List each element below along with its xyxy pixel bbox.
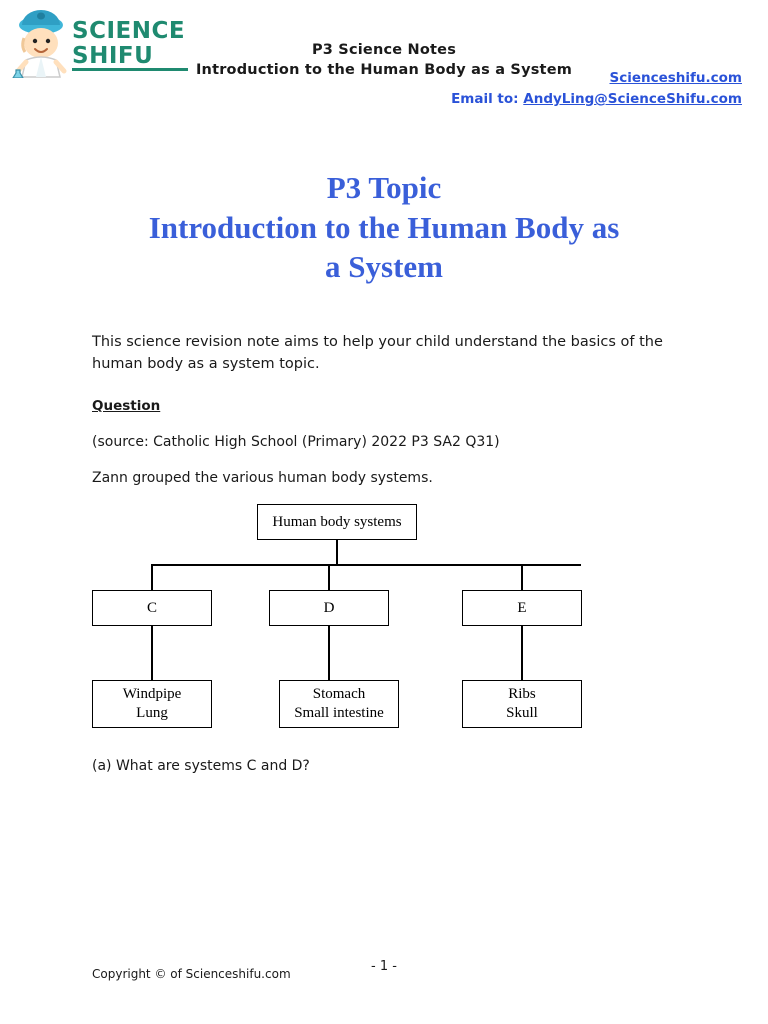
question-heading: Question bbox=[92, 397, 161, 414]
connector-c-to-leaf bbox=[151, 625, 153, 680]
tree-node-e: E bbox=[462, 589, 582, 626]
header-contact-block: Scienceshifu.com Email to: AndyLing@Scie… bbox=[451, 70, 742, 107]
logo-underline bbox=[72, 68, 188, 71]
connector-d-to-leaf bbox=[328, 625, 330, 680]
page-title-line3: a System bbox=[325, 249, 443, 285]
logo-wordmark: SCIENCE SHIFU bbox=[72, 20, 185, 68]
email-label: Email to: bbox=[451, 91, 519, 107]
question-part-a: (a) What are systems C and D? bbox=[92, 757, 310, 774]
body-systems-tree-diagram: Human body systems C D E Windpipe Lung S… bbox=[92, 503, 676, 734]
tree-node-d: D bbox=[269, 589, 389, 626]
page-header: SCIENCE SHIFU P3 Science Notes Introduct… bbox=[0, 0, 768, 120]
tree-leaf-d-line2: Small intestine bbox=[294, 704, 384, 721]
connector-drop-c bbox=[151, 563, 153, 590]
copyright-notice: Copyright © of Scienceshifu.com bbox=[92, 967, 291, 981]
connector-root-vertical bbox=[336, 539, 338, 564]
tree-node-root: Human body systems bbox=[257, 503, 417, 540]
email-link[interactable]: AndyLing@ScienceShifu.com bbox=[523, 91, 742, 107]
site-logo: SCIENCE SHIFU bbox=[10, 8, 190, 80]
mascot-icon bbox=[10, 10, 72, 78]
page-title-line2: Introduction to the Human Body as bbox=[148, 209, 620, 245]
document-content: This science revision note aims to help … bbox=[0, 331, 768, 774]
connector-drop-d bbox=[328, 563, 330, 590]
tree-leaf-e-line1: Ribs bbox=[508, 686, 536, 703]
intro-paragraph: This science revision note aims to help … bbox=[92, 334, 663, 373]
connector-e-to-leaf bbox=[521, 625, 523, 680]
tree-leaf-c: Windpipe Lung bbox=[92, 679, 212, 728]
logo-line-shifu: SHIFU bbox=[72, 43, 154, 69]
email-row: Email to: AndyLing@ScienceShifu.com bbox=[451, 91, 742, 107]
tree-leaf-d: Stomach Small intestine bbox=[279, 679, 399, 728]
tree-leaf-c-line1: Windpipe bbox=[122, 686, 182, 703]
website-link[interactable]: Scienceshifu.com bbox=[609, 70, 742, 86]
connector-horizontal-bus bbox=[151, 563, 581, 566]
question-stem: Zann grouped the various human body syst… bbox=[92, 469, 433, 486]
page-title-line1: P3 Topic bbox=[326, 170, 442, 205]
page-title: P3 Topic Introduction to the Human Body … bbox=[0, 168, 768, 287]
tree-node-c: C bbox=[92, 589, 212, 626]
tree-leaf-c-line2: Lung bbox=[136, 704, 168, 721]
page-number: - 1 - bbox=[371, 959, 397, 974]
tree-leaf-e-line2: Skull bbox=[506, 704, 538, 721]
logo-line-science: SCIENCE bbox=[72, 18, 186, 44]
tree-leaf-d-line1: Stomach bbox=[312, 686, 366, 703]
connector-drop-e bbox=[521, 563, 523, 590]
tree-leaf-e: Ribs Skull bbox=[462, 679, 582, 728]
source-line: (source: Catholic High School (Primary) … bbox=[92, 433, 500, 450]
